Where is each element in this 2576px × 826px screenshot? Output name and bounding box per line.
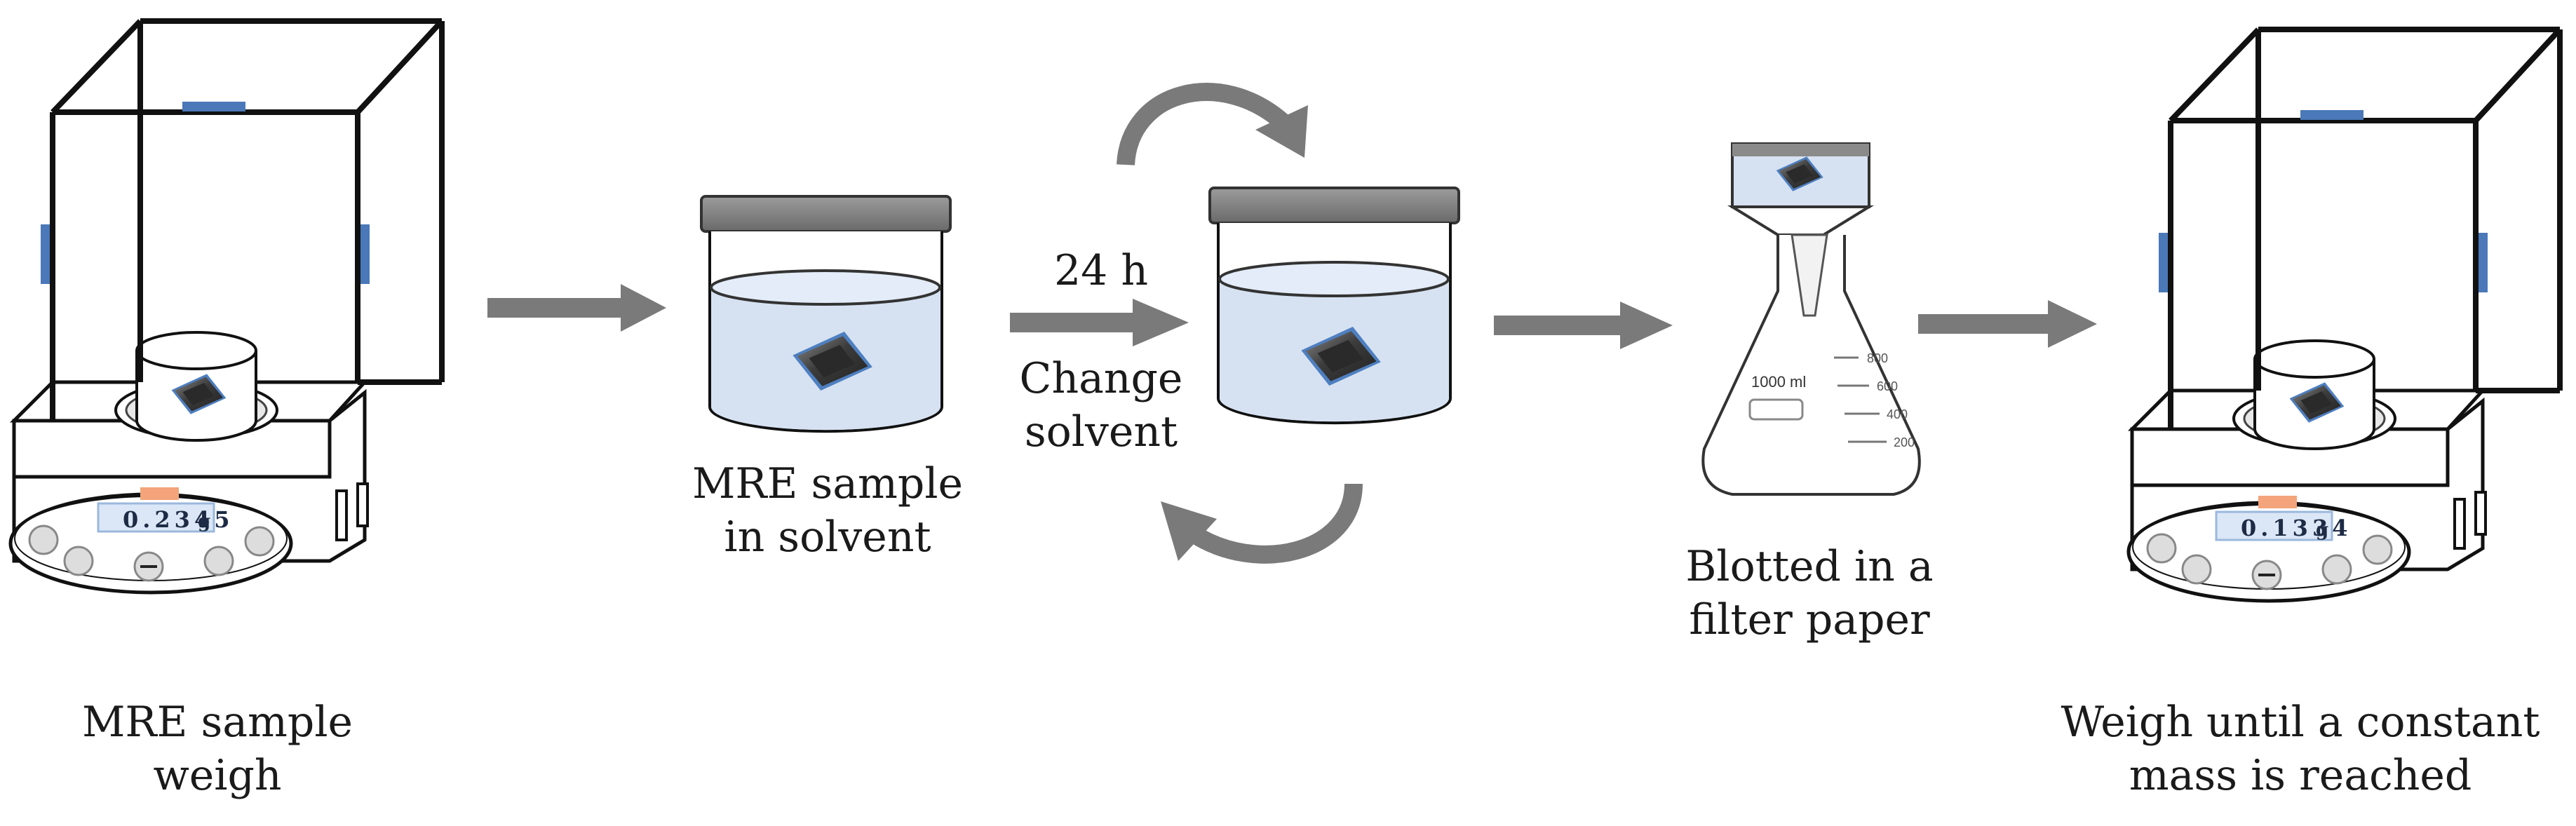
- beaker-with-sample: [700, 195, 952, 433]
- erlenmeyer-flask-filter: 1000 ml 800 600 400 200: [1701, 142, 1921, 496]
- flow-arrow-1: [487, 284, 666, 332]
- graduation-400: 400: [1887, 407, 1908, 421]
- graduation-600: 600: [1877, 379, 1898, 393]
- beaker-solvent-change: [1208, 187, 1460, 425]
- flow-arrow-2: [1010, 299, 1189, 346]
- cycle-arrow-top-icon: [1117, 83, 1308, 166]
- flow-arrow-3: [1494, 302, 1673, 349]
- analytical-balance-initial: 0.2345 g: [11, 21, 442, 593]
- balance-display-unit: g: [2316, 520, 2333, 541]
- caption-interval: 24 h: [1053, 246, 1149, 295]
- caption-change-solvent: Change solvent: [1019, 354, 1183, 456]
- graduation-200: 200: [1894, 435, 1915, 449]
- balance-display-value: 0.2345: [123, 506, 234, 533]
- flow-arrow-4: [1918, 300, 2097, 348]
- caption-weigh-initial: MRE sample weigh: [81, 698, 353, 800]
- graduation-800: 800: [1867, 351, 1888, 365]
- balance-display-value: 0.1334: [2241, 515, 2352, 541]
- caption-immerse: MRE sample in solvent: [692, 459, 964, 562]
- balance-display-unit: g: [198, 511, 215, 532]
- caption-blot: Blotted in a filter paper: [1685, 542, 1934, 644]
- cycle-arrow-bottom-icon: [1161, 483, 1363, 564]
- flask-volume-label: 1000 ml: [1751, 373, 1806, 391]
- caption-weigh-final: Weigh until a constant mass is reached: [2061, 698, 2540, 800]
- analytical-balance-final: 0.1334 g: [2129, 29, 2560, 601]
